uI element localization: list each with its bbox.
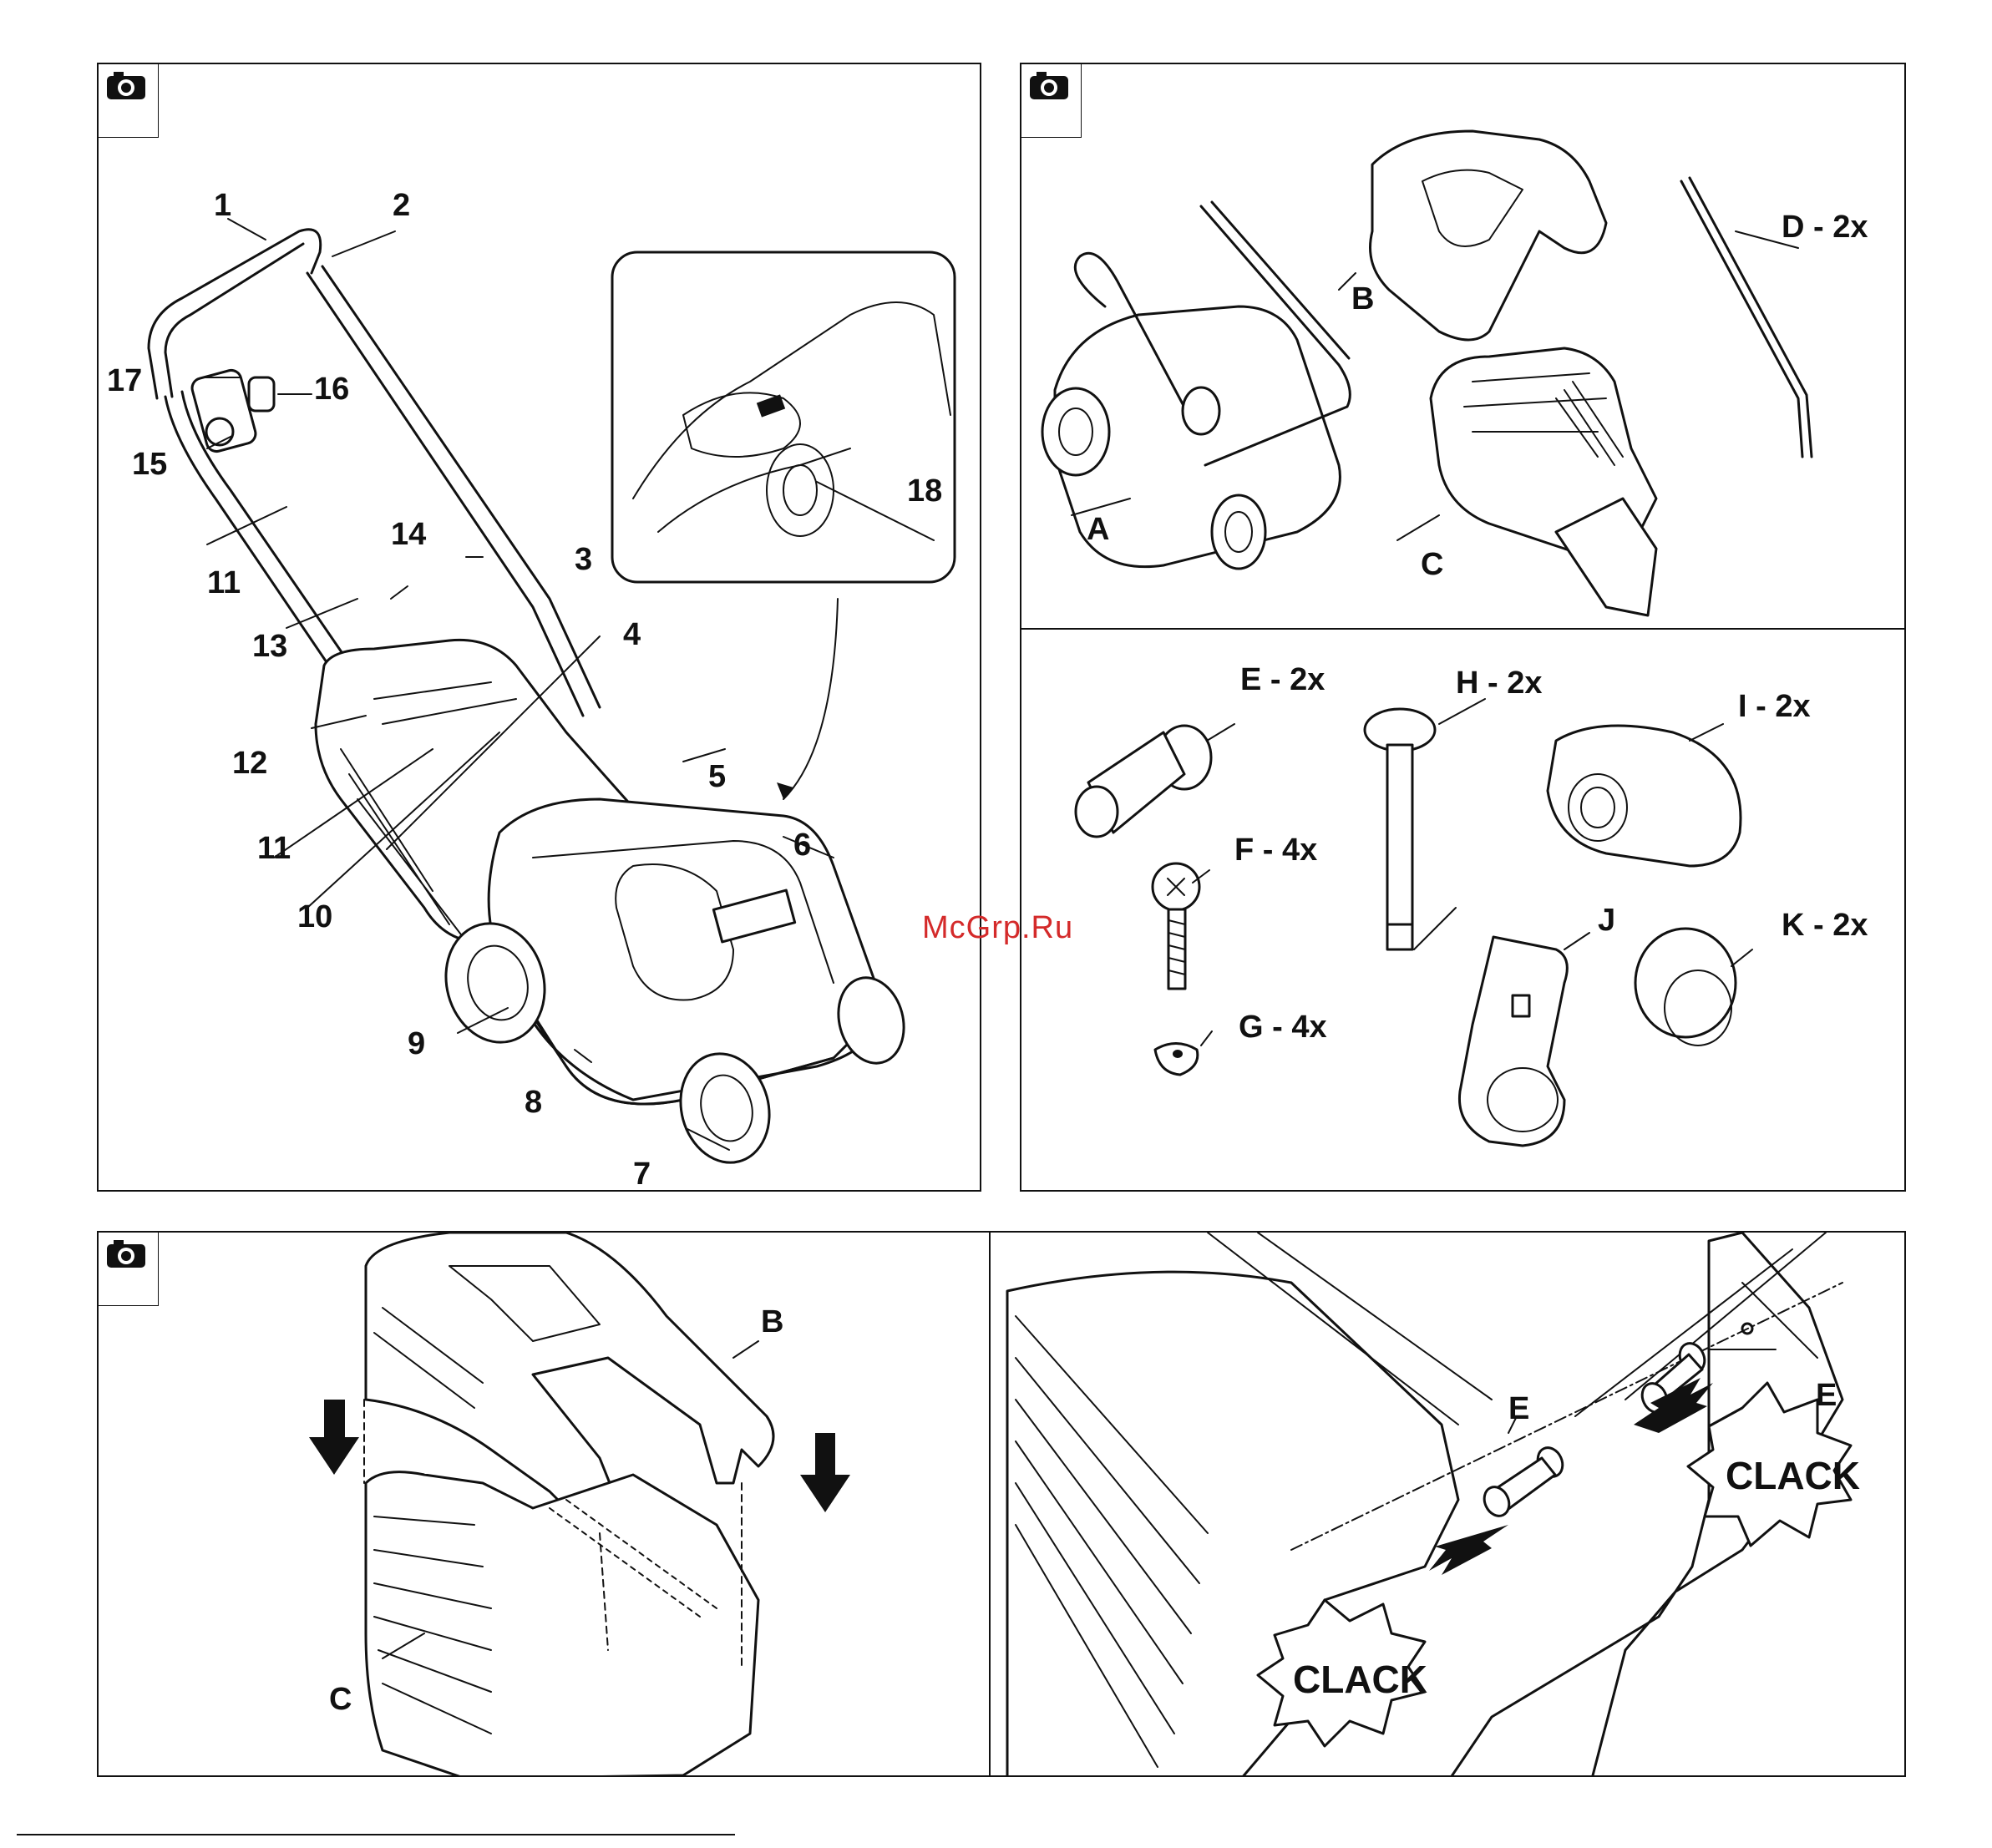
assembly-right-panel: E E CLACK CLACK	[989, 1231, 1906, 1777]
overview-label-3: 3	[575, 544, 592, 575]
assembly-left-panel: B C	[97, 1231, 991, 1777]
overview-label-8: 8	[525, 1086, 542, 1118]
clack-text-left: CLACK	[1293, 1660, 1427, 1699]
part-label-c: C	[1421, 549, 1443, 580]
part-label-j: J	[1598, 904, 1615, 936]
part-label-d: D - 2x	[1782, 211, 1868, 243]
overview-label-16: 16	[314, 373, 349, 405]
overview-label-14: 14	[391, 519, 426, 550]
part-label-k: K - 2x	[1782, 909, 1868, 941]
bushing-label-e-right: E	[1816, 1380, 1837, 1411]
overview-label-4: 4	[623, 619, 641, 651]
part-label-h: H - 2x	[1456, 667, 1542, 699]
overview-label-1: 1	[214, 190, 231, 221]
overview-label-11a: 11	[207, 567, 241, 599]
part-label-a: A	[1087, 514, 1109, 545]
part-label-i: I - 2x	[1738, 691, 1811, 722]
assembly-label-b: B	[761, 1306, 783, 1338]
overview-label-10: 10	[297, 901, 332, 933]
bottom-rule	[17, 1834, 735, 1835]
cover-assembly-drawing	[99, 1233, 991, 1777]
part-label-f: F - 4x	[1234, 834, 1317, 866]
overview-label-7: 7	[633, 1158, 651, 1190]
overview-panel: 1 2 3 4 5 6 7 8 9 10 11 11 12 13 14 15 1…	[97, 63, 981, 1192]
lawnmower-overview-drawing	[99, 64, 981, 1192]
part-label-g: G - 4x	[1239, 1011, 1327, 1043]
part-label-b: B	[1351, 283, 1374, 315]
part-label-e: E - 2x	[1240, 664, 1325, 696]
overview-label-12: 12	[232, 747, 267, 779]
overview-label-2: 2	[393, 190, 410, 221]
bushing-assembly-drawing	[991, 1233, 1906, 1777]
overview-label-6: 6	[793, 829, 811, 861]
parts-panel: A B C D - 2x E - 2x F - 4x G - 4x H - 2x…	[1020, 63, 1906, 1192]
parts-drawing	[1021, 64, 1906, 1192]
overview-label-11b: 11	[257, 833, 291, 864]
overview-label-18: 18	[907, 475, 942, 507]
clack-text-right: CLACK	[1726, 1456, 1860, 1495]
bushing-label-e-left: E	[1508, 1393, 1529, 1425]
assembly-label-c: C	[329, 1683, 352, 1715]
overview-label-9: 9	[408, 1028, 425, 1060]
overview-label-5: 5	[708, 761, 726, 792]
watermark: McGrp.Ru	[922, 910, 1073, 946]
overview-label-17: 17	[107, 365, 142, 397]
overview-label-15: 15	[132, 448, 167, 480]
overview-label-13: 13	[252, 630, 287, 662]
